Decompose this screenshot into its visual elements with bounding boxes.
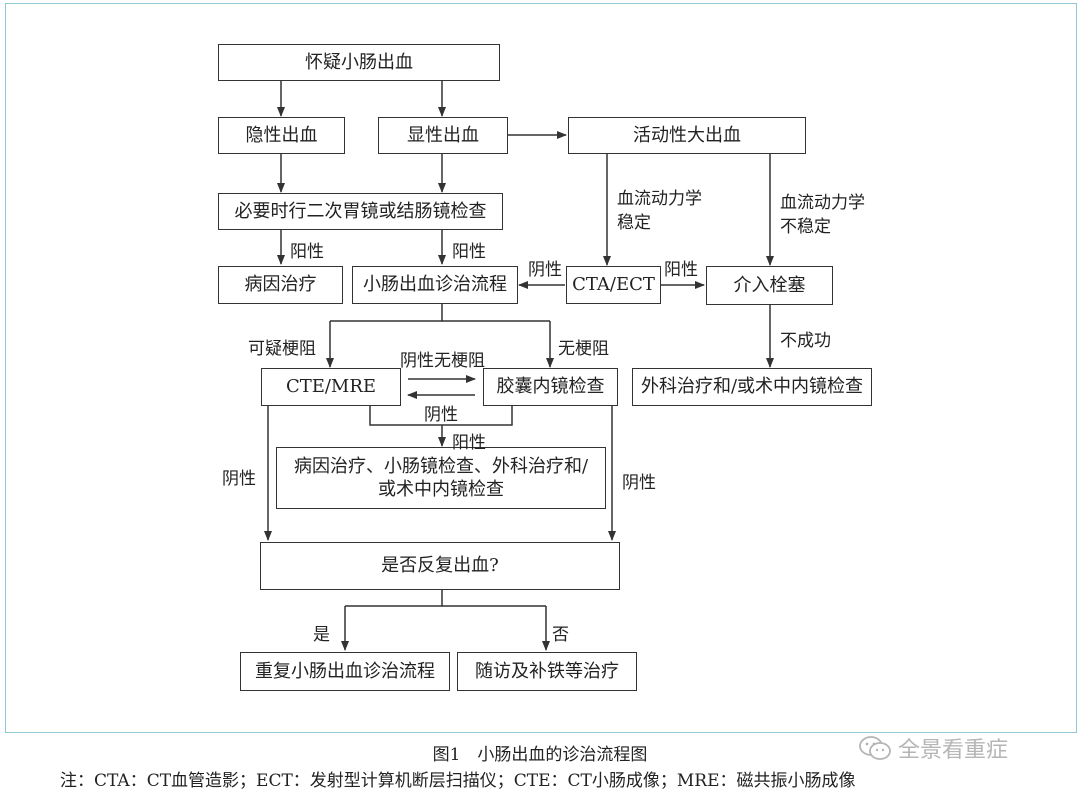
figure-note: 注：CTA：CT血管造影；ECT：发射型计算机断层扫描仪；CTE：CT小肠成像；… — [60, 771, 856, 791]
box-suspect-sb-bleeding: 怀疑小肠出血 — [218, 44, 500, 81]
box-sb-workup: 小肠出血诊治流程 — [352, 266, 518, 304]
label-no-obstruction: 无梗阻 — [558, 339, 609, 359]
label-negative-no-obstruction: 阴性无梗阻 — [400, 351, 485, 371]
box-followup-iron: 随访及补铁等治疗 — [457, 652, 637, 691]
box-repeat-endoscopy: 必要时行二次胃镜或结肠镜检查 — [218, 193, 503, 230]
box-cta-ect: CTA/ECT — [566, 266, 661, 304]
box-capsule-endoscopy: 胶囊内镜检查 — [483, 368, 618, 406]
box-occult-bleeding: 隐性出血 — [218, 117, 345, 154]
label-suspected-obstruction: 可疑梗阻 — [248, 339, 316, 359]
box-combined-treatment: 病因治疗、小肠镜检查、外科治疗和/ 或术中内镜检查 — [276, 447, 606, 509]
edge-rebleed-split — [345, 590, 443, 607]
watermark-text: 全景看重症 — [898, 738, 1009, 763]
label-negative-right: 阴性 — [622, 473, 656, 493]
box-active-massive-bleeding: 活动性大出血 — [568, 117, 806, 154]
label-positive-cta: 阳性 — [664, 260, 698, 280]
wechat-icon — [859, 736, 891, 760]
label-yes: 是 — [313, 625, 330, 645]
figure-frame — [5, 3, 1077, 733]
label-hemo-stable-2: 稳定 — [617, 213, 651, 233]
label-negative-cta: 阴性 — [528, 260, 562, 280]
box-etiology-treatment: 病因治疗 — [218, 266, 343, 304]
box-repeat-workup: 重复小肠出血诊治流程 — [240, 652, 450, 691]
box-rebleeding-question: 是否反复出血? — [260, 542, 620, 590]
edge-workup-split — [330, 304, 443, 322]
label-positive-return: 阴性 — [424, 405, 458, 425]
label-unsuccessful: 不成功 — [780, 331, 831, 351]
watermark: 全景看重症 — [858, 732, 1008, 764]
box-embolization: 介入栓塞 — [706, 266, 833, 305]
label-positive-left: 阳性 — [290, 242, 324, 262]
label-positive-combined: 阳性 — [452, 433, 486, 453]
label-positive-center: 阳性 — [452, 242, 486, 262]
edge-cte-down — [369, 406, 513, 426]
box-overt-bleeding: 显性出血 — [378, 117, 508, 154]
box-surgery-intraop: 外科治疗和/或术中内镜检查 — [632, 368, 872, 406]
label-no: 否 — [552, 625, 569, 645]
label-negative-left: 阴性 — [222, 469, 256, 489]
box-cte-mre: CTE/MRE — [261, 368, 401, 406]
label-hemo-unstable-1: 血流动力学 — [780, 193, 865, 213]
figure-caption: 图1 小肠出血的诊治流程图 — [432, 745, 648, 765]
label-hemo-unstable-2: 不稳定 — [780, 217, 831, 237]
combined-treatment-line1: 病因治疗、小肠镜检查、外科治疗和/ — [293, 455, 589, 477]
label-hemo-stable-1: 血流动力学 — [617, 189, 702, 209]
combined-treatment-line2: 或术中内镜检查 — [378, 479, 504, 500]
